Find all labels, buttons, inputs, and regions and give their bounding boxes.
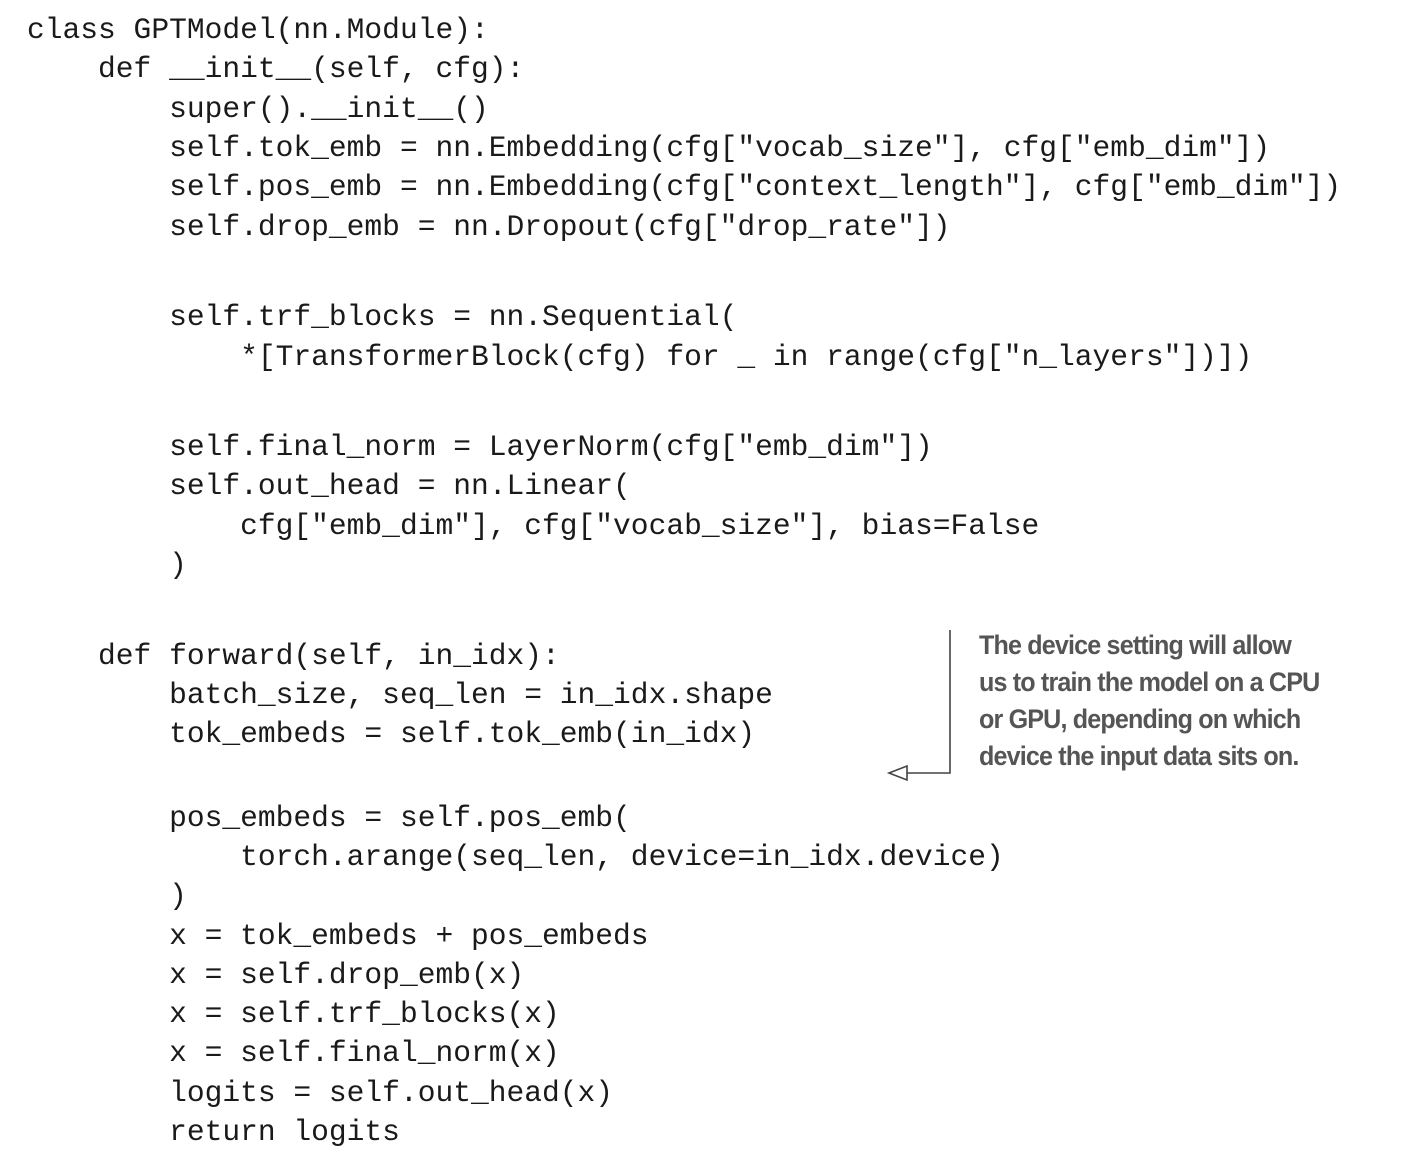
code-line: self.tok_emb = nn.Embedding(cfg["vocab_s… xyxy=(27,131,1271,165)
code-line: *[TransformerBlock(cfg) for _ in range(c… xyxy=(27,340,1253,374)
code-line: batch_size, seq_len = in_idx.shape xyxy=(27,678,773,712)
code-line: return logits xyxy=(27,1115,400,1149)
code-listing: class GPTModel(nn.Module): def __init__(… xyxy=(27,12,1341,1149)
annotation-line: or GPU, depending on which xyxy=(979,704,1301,734)
code-line: def forward(self, in_idx): xyxy=(27,639,560,673)
code-line: self.trf_blocks = nn.Sequential( xyxy=(27,300,738,334)
code-line: self.pos_emb = nn.Embedding(cfg["context… xyxy=(27,170,1342,204)
code-line: tok_embeds = self.tok_emb(in_idx) xyxy=(27,717,756,751)
code-annotation: The device setting will allow us to trai… xyxy=(979,627,1379,775)
code-line: x = tok_embeds + pos_embeds xyxy=(27,919,649,953)
callout-arrowhead-icon xyxy=(886,764,908,782)
code-line: class GPTModel(nn.Module): xyxy=(27,13,489,47)
code-line: self.final_norm = LayerNorm(cfg["emb_dim… xyxy=(27,430,933,464)
code-line: torch.arange(seq_len, device=in_idx.devi… xyxy=(27,840,1004,874)
callout-line xyxy=(907,630,951,774)
code-line: cfg["emb_dim"], cfg["vocab_size"], bias=… xyxy=(27,509,1040,543)
code-line: def __init__(self, cfg): xyxy=(27,52,525,86)
code-line: pos_embeds = self.pos_emb( xyxy=(27,801,631,835)
code-line: super().__init__() xyxy=(27,92,489,126)
code-line: x = self.drop_emb(x) xyxy=(27,958,525,992)
code-line: self.out_head = nn.Linear( xyxy=(27,469,631,503)
code-line: self.drop_emb = nn.Dropout(cfg["drop_rat… xyxy=(27,210,951,244)
code-line: x = self.final_norm(x) xyxy=(27,1036,560,1070)
code-line: ) xyxy=(27,548,187,582)
annotation-line: The device setting will allow xyxy=(979,630,1292,660)
code-line: ) xyxy=(27,879,187,913)
annotation-line: us to train the model on a CPU xyxy=(979,667,1320,697)
code-line: logits = self.out_head(x) xyxy=(27,1076,614,1110)
annotation-line: device the input data sits on. xyxy=(979,741,1299,771)
code-line: x = self.trf_blocks(x) xyxy=(27,997,560,1031)
